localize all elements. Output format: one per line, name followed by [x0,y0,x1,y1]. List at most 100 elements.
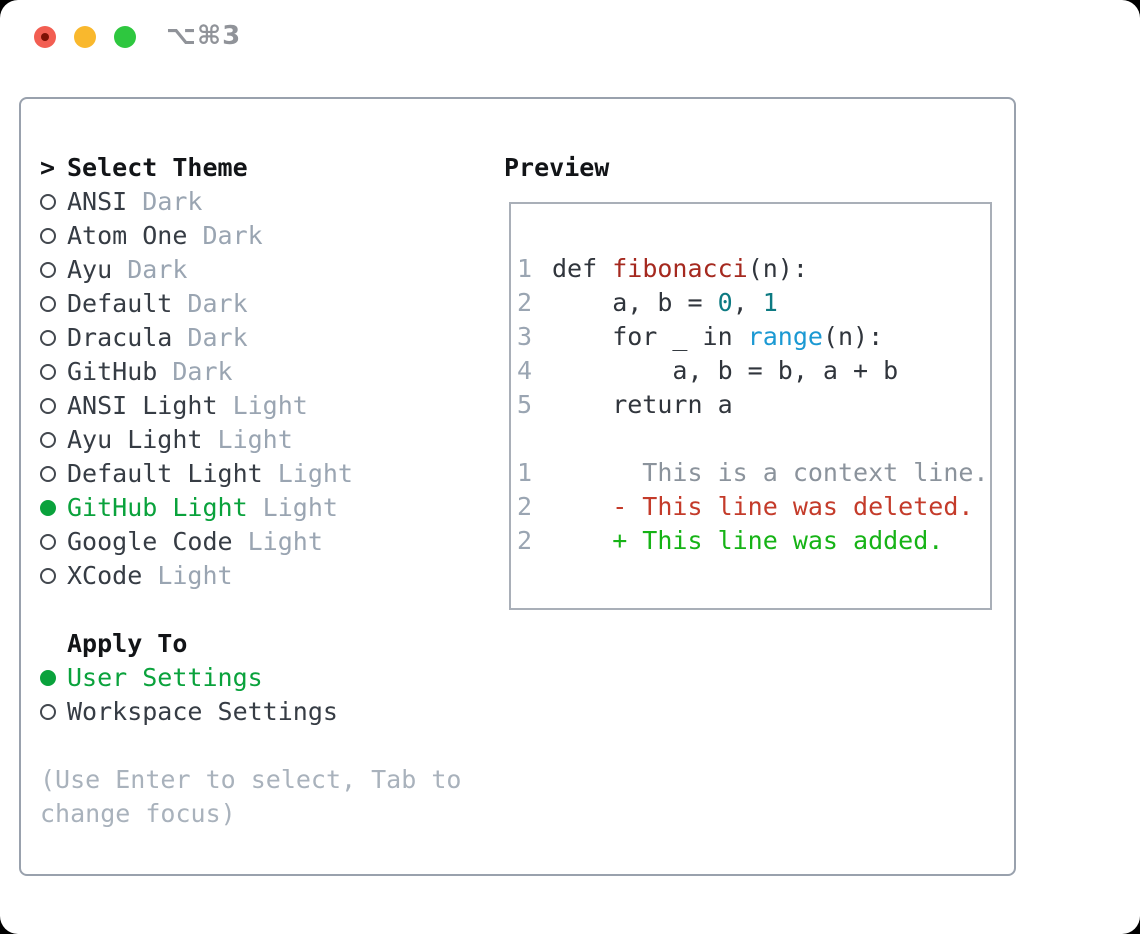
zoom-button[interactable] [114,26,136,48]
diff-deleted-text: - This line was deleted. [552,492,974,521]
line-number: 5 [517,390,533,419]
theme-item-ansi-light[interactable]: ANSI Light Light [40,389,490,423]
radio-selected-icon [40,670,56,686]
line-number: 1 [517,254,533,283]
titlebar: ⌥⌘3 [0,0,1140,74]
radio-icon [40,194,56,210]
theme-variant-badge: Light [157,561,233,590]
theme-item-ayu[interactable]: Ayu Dark [40,253,490,287]
code-token: , [732,288,763,317]
theme-item-atom-one[interactable]: Atom One Dark [40,219,490,253]
theme-variant-badge: Dark [142,187,203,216]
apply-option-user-settings[interactable]: User Settings [40,661,490,695]
radio-icon [40,364,56,380]
line-number: 3 [517,322,533,351]
code-token: fibonacci [612,254,748,283]
apply-option-label: User Settings [67,663,263,692]
theme-name: Ayu [67,255,128,284]
minimize-button[interactable] [74,26,96,48]
theme-item-xcode[interactable]: XCode Light [40,559,490,593]
code-line: 2 a, b = 0, 1 [517,286,990,320]
code-token: def [552,254,613,283]
theme-variant-badge: Dark [202,221,263,250]
theme-variant-badge: Light [217,425,293,454]
line-number: 2 [517,492,533,521]
line-number: 2 [517,288,533,317]
radio-icon [40,262,56,278]
theme-item-google-code[interactable]: Google Code Light [40,525,490,559]
close-button[interactable] [34,26,56,48]
code-token: (n): [822,322,884,351]
unsaved-indicator-dot [41,33,49,41]
code-token: range [747,322,823,351]
theme-item-ansi[interactable]: ANSI Dark [40,185,490,219]
theme-item-github-light[interactable]: GitHub Light Light [40,491,490,525]
line-number: 4 [517,356,533,385]
select-theme-header: > Select Theme [40,151,490,185]
radio-icon [40,330,56,346]
radio-icon [40,228,56,244]
code-token: a, b = [552,288,718,317]
apply-option-workspace-settings[interactable]: Workspace Settings [40,695,490,729]
theme-name: XCode [67,561,158,590]
diff-line-deleted: 2 - This line was deleted. [517,490,990,524]
help-text: (Use Enter to select, Tab to change focu… [40,765,462,828]
theme-item-github[interactable]: GitHub Dark [40,355,490,389]
theme-item-dracula[interactable]: Dracula Dark [40,321,490,355]
radio-icon [40,398,56,414]
code-token: a, b = b, a + b [552,356,899,385]
theme-name: Dracula [67,323,188,352]
theme-item-ayu-light[interactable]: Ayu Light Light [40,423,490,457]
theme-variant-badge: Dark [187,289,248,318]
radio-icon [40,296,56,312]
radio-icon [40,704,56,720]
theme-name: ANSI [67,187,143,216]
code-line: 5 return a [517,388,990,422]
line-number: 2 [517,526,533,555]
apply-to-title: Apply To [67,629,188,658]
theme-name: ANSI Light [67,391,233,420]
code-line: 1 def fibonacci(n): [517,252,990,286]
radio-selected-icon [40,500,56,516]
theme-item-default-light[interactable]: Default Light Light [40,457,490,491]
code-token: for _ in [552,322,748,351]
theme-variant-badge: Light [247,527,323,556]
blank-line [517,422,990,456]
code-token: (n): [747,254,808,283]
prompt-caret: > [40,153,56,182]
code-token: 1 [762,288,778,317]
radio-icon [40,466,56,482]
radio-icon [40,534,56,550]
theme-name: GitHub Light [67,493,263,522]
theme-name: Atom One [67,221,203,250]
theme-variant-badge: Dark [127,255,188,284]
preview-title: Preview [504,153,610,182]
theme-variant-badge: Light [262,493,338,522]
diff-context-text: This is a context line. [552,458,989,487]
code-line: 3 for _ in range(n): [517,320,990,354]
theme-variant-badge: Light [277,459,353,488]
theme-name: Default [67,289,188,318]
theme-item-default[interactable]: Default Dark [40,287,490,321]
theme-variant-badge: Light [232,391,308,420]
apply-to-header: Apply To [40,627,490,661]
spacer [40,593,490,627]
theme-name: GitHub [67,357,173,386]
theme-variant-badge: Dark [172,357,233,386]
select-theme-title: Select Theme [67,153,248,182]
line-number: 1 [517,458,533,487]
theme-variant-badge: Dark [187,323,248,352]
code-line: 4 a, b = b, a + b [517,354,990,388]
code-token: return a [552,390,733,419]
diff-added-text: + This line was added. [552,526,944,555]
theme-name: Google Code [67,527,248,556]
apply-option-label: Workspace Settings [67,697,338,726]
code-token: 0 [717,288,733,317]
theme-name: Ayu Light [67,425,218,454]
